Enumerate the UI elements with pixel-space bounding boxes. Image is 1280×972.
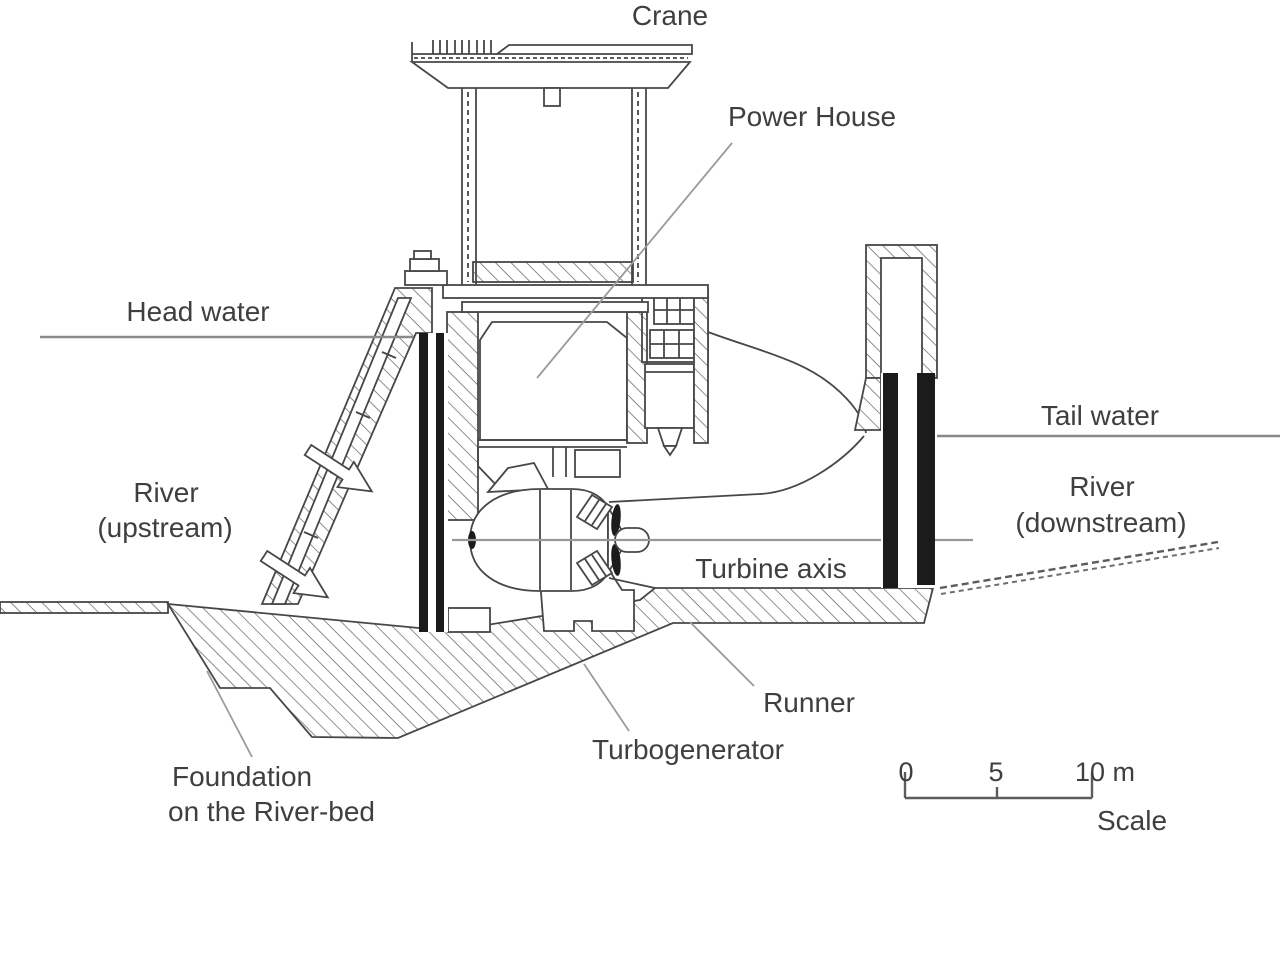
turbogenerator-label: Turbogenerator [592, 734, 784, 765]
river-downstream-label-line1: River [1069, 471, 1134, 502]
flow-arrow-upper [303, 443, 374, 493]
machine-hall-right-wall [626, 311, 648, 444]
transformer [644, 363, 695, 457]
tower-draft-tube-gates [881, 373, 935, 588]
foundation-label-line1: Foundation [172, 761, 312, 792]
access-shaft [477, 447, 621, 494]
tail-water-label: Tail water [1041, 400, 1159, 431]
runner-blades [611, 504, 621, 576]
scale-tick-10: 10 m [1075, 757, 1135, 787]
crane-hook-block [543, 87, 561, 107]
upstream-riverbed [0, 601, 169, 614]
scale-tick-5: 5 [988, 757, 1003, 787]
head-water-label: Head water [126, 296, 269, 327]
runner-label: Runner [763, 687, 855, 718]
crane-trolley-cap [494, 44, 693, 55]
bay-right-wall [693, 289, 709, 444]
crane-label: Crane [632, 0, 708, 31]
gate-tower [853, 244, 938, 431]
flow-arrow-lower [259, 549, 330, 599]
leader-power-house [536, 142, 733, 379]
leader-turbogenerator [583, 663, 630, 732]
trash-rack [270, 297, 413, 605]
turbine-axis-label: Turbine axis [695, 553, 846, 584]
machine-hall-room [478, 321, 628, 448]
foundation-label-line2: on the River-bed [168, 796, 375, 827]
downstream-riverbed [939, 540, 1220, 595]
scale-bar [903, 772, 1094, 800]
machine-hall-left-wall [446, 311, 479, 521]
crane-legs [461, 88, 647, 285]
power-house-label: Power House [728, 101, 896, 132]
gantry-crane [409, 40, 693, 285]
scale-tick-0: 0 [898, 757, 913, 787]
crane-rack-teeth [411, 40, 497, 62]
wicket-gates [575, 493, 614, 587]
leader-runner [689, 621, 755, 687]
wall-footing-block [447, 607, 491, 633]
passage-roof-curve [707, 331, 867, 434]
river-downstream-label-line2: (downstream) [1015, 507, 1186, 538]
draft-tube [608, 435, 865, 589]
river-upstream-label-line2: (upstream) [97, 512, 232, 543]
crane-bridge-girder [409, 57, 692, 89]
powerhouse-deck [442, 284, 709, 313]
scale-label: Scale [1097, 805, 1167, 836]
powerhouse-roof-slab [472, 261, 634, 283]
intake-gates [419, 333, 448, 632]
leader-foundation [206, 670, 253, 758]
gate-hoist-blocks [404, 250, 448, 286]
river-upstream-label-line1: River [133, 477, 198, 508]
